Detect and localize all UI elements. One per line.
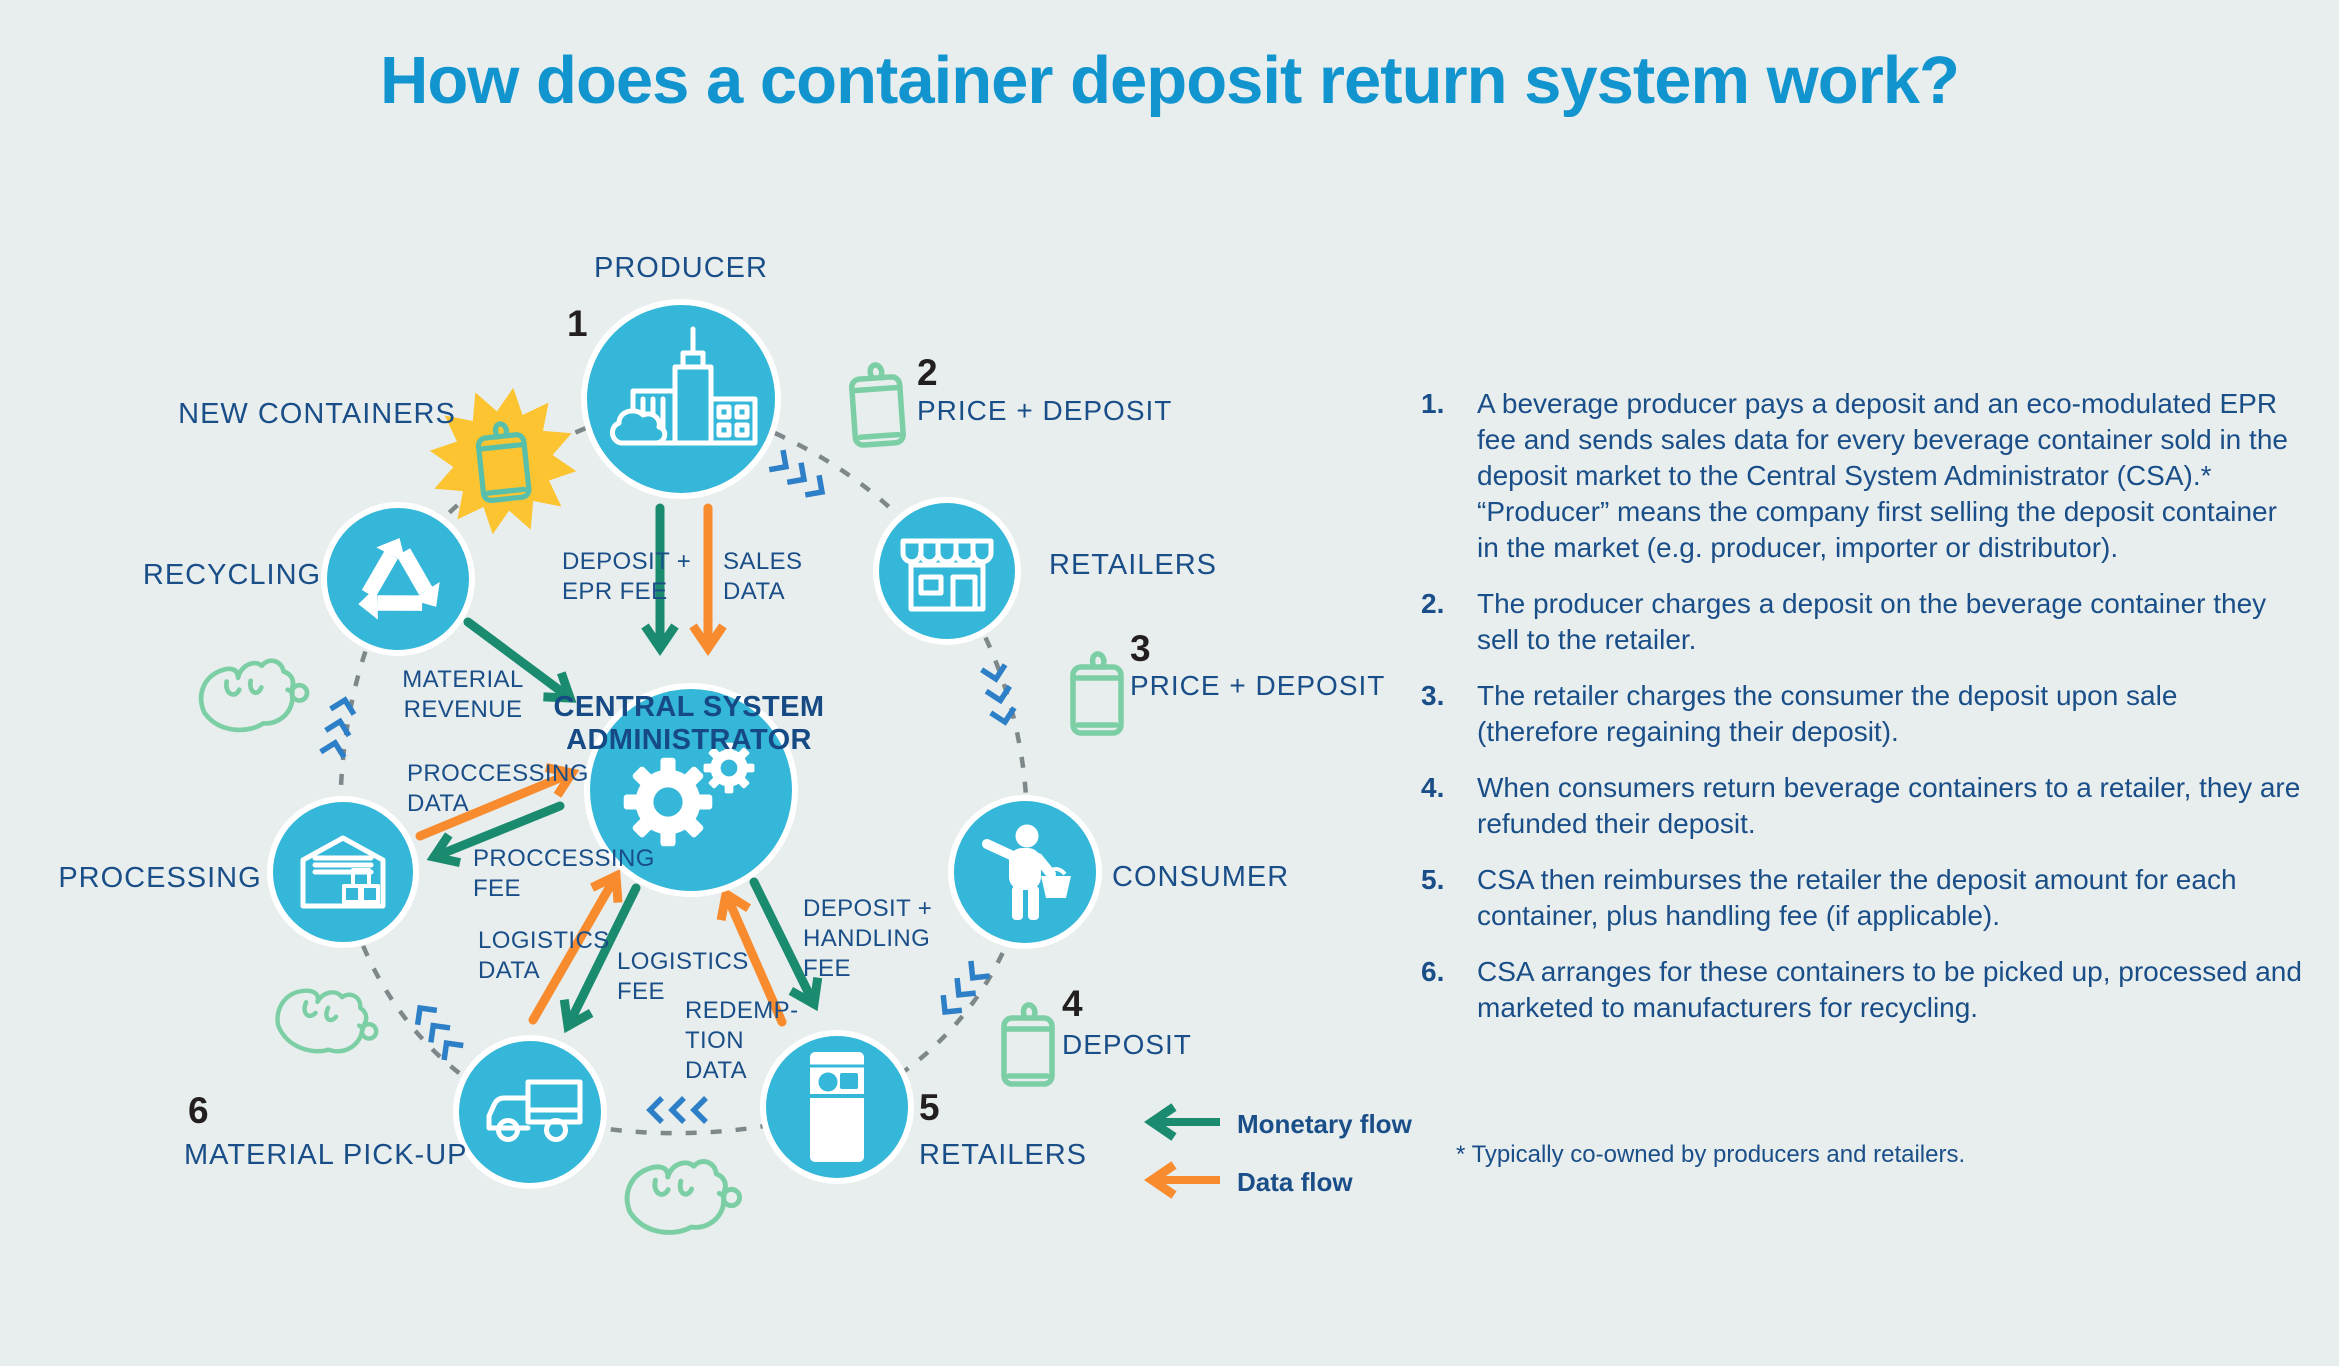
explanation-list: 1. A beverage producer pays a deposit an…: [1421, 386, 2306, 1046]
step-number-5: 5: [919, 1087, 940, 1128]
step-number-4: 4: [1062, 983, 1083, 1024]
node-circles: [267, 299, 1102, 1189]
page-title: How does a container deposit return syst…: [380, 43, 1960, 118]
diagram-graphics: [0, 299, 1220, 1366]
producer-node: [581, 299, 781, 499]
material-pickup-label: MATERIAL PICK-UP: [184, 1139, 468, 1171]
csa-label: CENTRAL SYSTEM ADMINISTRATOR: [553, 691, 825, 756]
consumer-node: [948, 795, 1102, 949]
logistics-fee-label: LOGISTICS FEE: [617, 948, 749, 1005]
step-number-6: 6: [188, 1090, 209, 1131]
retailers-top-node: [873, 497, 1021, 645]
item-text: The retailer charges the consumer the de…: [1477, 680, 2178, 747]
footnote: * Typically co-owned by producers and re…: [1456, 1141, 1966, 1168]
processing-node: [267, 796, 419, 948]
consumer-label: CONSUMER: [1112, 861, 1290, 893]
proccessing-fee-label: PROCCESSING FEE: [473, 845, 655, 902]
item-text: When consumers return beverage container…: [1477, 772, 2301, 839]
item-number: 1.: [1421, 388, 1445, 419]
item-number: 6.: [1421, 956, 1445, 987]
item-text: CSA arranges for these containers to be …: [1477, 956, 2302, 1023]
recycling-node: [321, 502, 475, 656]
explanation-item: 1. A beverage producer pays a deposit an…: [1421, 386, 2306, 566]
arrow-material-revenue: [463, 617, 577, 703]
item-number: 2.: [1421, 588, 1445, 619]
explanation-item: 4. When consumers return beverage contai…: [1421, 770, 2306, 842]
arrow-deposit-handling-fee: [749, 877, 823, 1012]
price-deposit-2-label: PRICE + DEPOSIT: [917, 395, 1173, 426]
explanation-item: 2. The producer charges a deposit on the…: [1421, 586, 2306, 658]
deposit-epr-fee-label: DEPOSIT + EPR FEE: [562, 548, 692, 605]
flow-arrows: [415, 503, 823, 1034]
warehouse-icon: [300, 835, 386, 909]
arrow-logistics-fee: [559, 883, 641, 1034]
building-icon: [610, 326, 758, 446]
arrow-logistics-data: [528, 869, 623, 1025]
material-pickup-node: [453, 1035, 607, 1189]
explanation-item: 5. CSA then reimburses the retailer the …: [1421, 862, 2306, 934]
proccessing-data-label: PROCCESSING DATA: [407, 760, 589, 817]
item-text: The producer charges a deposit on the be…: [1477, 588, 2267, 655]
explanation-item: 6. CSA arranges for these containers to …: [1421, 954, 2306, 1026]
step-number-2: 2: [917, 352, 938, 393]
storefront-icon: [900, 538, 994, 612]
sunburst-can-icon: [429, 387, 577, 535]
retailers-top-label: RETAILERS: [1049, 549, 1218, 581]
recycling-label: RECYCLING: [142, 559, 322, 591]
material-revenue-label: MATERIAL REVENUE: [402, 666, 524, 723]
truck-icon: [486, 1079, 583, 1142]
step-number-3: 3: [1130, 628, 1151, 669]
retailers-bottom-label: RETAILERS: [919, 1139, 1088, 1171]
redemption-data-label: REDEMP- TION DATA: [685, 997, 799, 1084]
logistics-data-label: LOGISTICS DATA: [478, 927, 610, 984]
producer-label: PRODUCER: [594, 252, 768, 284]
processing-label: PROCESSING: [58, 862, 262, 894]
price-deposit-3-label: PRICE + DEPOSIT: [1130, 670, 1386, 701]
legend-monetary-flow-label: Monetary flow: [1237, 1109, 1412, 1139]
deposit-handling-fee-label: DEPOSIT + HANDLING FEE: [803, 895, 933, 982]
item-text: CSA then reimburses the retailer the dep…: [1477, 864, 2237, 931]
explanation-item: 3. The retailer charges the consumer the…: [1421, 678, 2306, 750]
sales-data-label: SALES DATA: [723, 548, 803, 605]
item-number: 3.: [1421, 680, 1445, 711]
step-number-1: 1: [567, 303, 588, 344]
item-number: 5.: [1421, 864, 1445, 895]
reverse-vending-machine-icon: [810, 1052, 864, 1162]
arrow-redemption-data: [716, 886, 787, 1027]
item-text: A beverage producer pays a deposit and a…: [1477, 388, 2288, 563]
person-basket-icon: [982, 824, 1071, 920]
item-number: 4.: [1421, 772, 1445, 803]
deposit-4-label: DEPOSIT: [1062, 1029, 1192, 1060]
legend-arrows: [1144, 1103, 1220, 1199]
arrow-proccessing-data: [415, 763, 580, 841]
legend-data-flow-label: Data flow: [1237, 1167, 1353, 1197]
new-containers-label: NEW CONTAINERS: [178, 398, 456, 430]
csa-node: [584, 683, 798, 897]
retailers-bottom-node: [760, 1030, 914, 1184]
arrow-proccessing-fee: [426, 801, 565, 868]
